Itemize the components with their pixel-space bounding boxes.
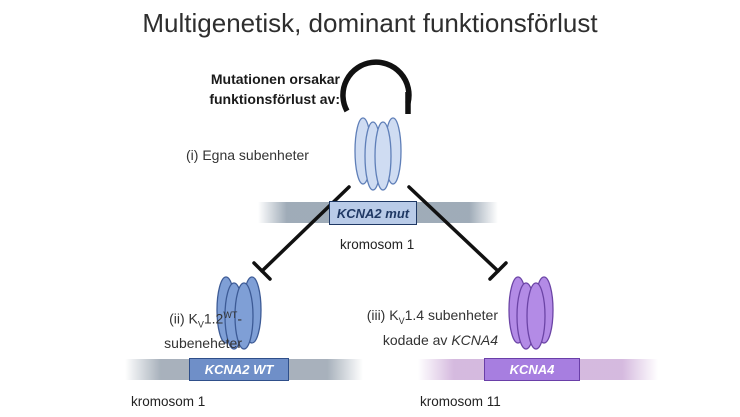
mutation-label: Mutationen orsakar funktionsförlust av: bbox=[160, 69, 340, 109]
gene-box-kcna2-wt: KCNA2 WT bbox=[189, 358, 289, 381]
gene-box-kcna2-mut: KCNA2 mut bbox=[329, 201, 417, 225]
self-inhibition-arrow bbox=[340, 59, 412, 114]
chromosome-11-label: kromosom 11 bbox=[420, 394, 501, 409]
mutation-label-line1: Mutationen orsakar bbox=[210, 71, 340, 87]
mutant-channel-icon bbox=[354, 117, 402, 191]
wt-line2: subeneheter bbox=[164, 335, 242, 352]
k14-prefix: (iii) K bbox=[366, 307, 399, 323]
wt-suffix: - bbox=[237, 310, 242, 327]
chromosome-1-top-label: kromosom 1 bbox=[340, 237, 415, 252]
wt-sup: WT bbox=[223, 310, 238, 320]
kv14-subunits-label: (iii) KV1.4 subenheter kodade av KCNA4 bbox=[358, 306, 498, 350]
k14-sub: V bbox=[398, 315, 405, 326]
own-subunits-label: (i) Egna subenheter bbox=[186, 147, 309, 163]
inhibition-line-to-kv14 bbox=[407, 185, 508, 281]
wt-sub: V bbox=[197, 319, 204, 330]
mutation-label-line2: funktionsförlust av: bbox=[209, 91, 340, 107]
wt-main: 1.2 bbox=[203, 310, 224, 327]
wt-channel-icon bbox=[216, 276, 262, 350]
diagram-title: Multigenetisk, dominant funktionsförlust bbox=[142, 8, 598, 38]
chromosome-1-bottom-label: kromosom 1 bbox=[131, 394, 206, 409]
gene-box-kcna4: KCNA4 bbox=[484, 358, 580, 381]
k14-line2-italic: KCNA4 bbox=[451, 331, 498, 348]
wt-prefix: (ii) K bbox=[169, 310, 198, 327]
k14-line2-plain: kodade av bbox=[382, 331, 452, 348]
k14-main: 1.4 subenheter bbox=[404, 307, 498, 323]
wt-subunits-label: (ii) KV1.2WT- subeneheter bbox=[110, 306, 242, 353]
kv14-channel-icon bbox=[508, 276, 554, 350]
